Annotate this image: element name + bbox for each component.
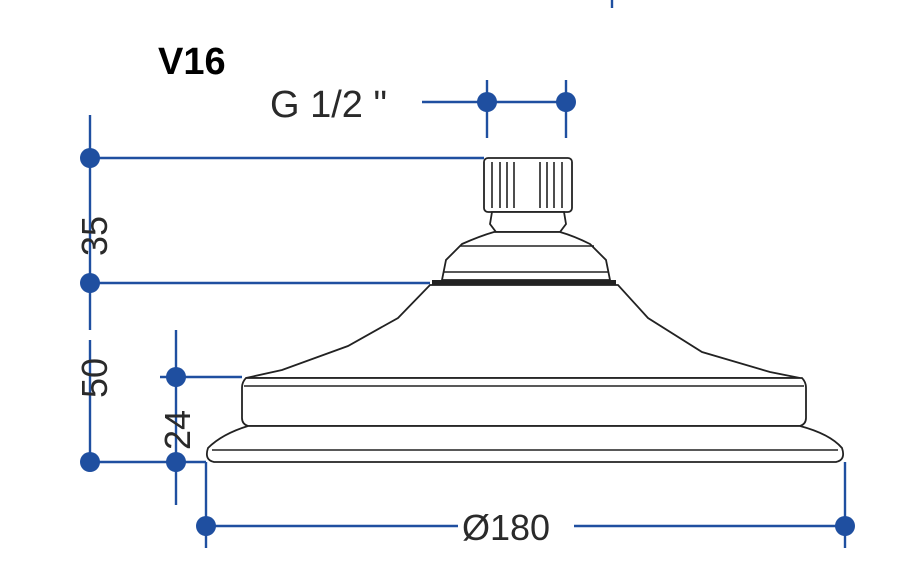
shower-head-outline: [205, 157, 845, 463]
diameter-dimension: [196, 462, 855, 548]
base-height-label: 24: [157, 410, 198, 450]
model-title: V16: [158, 41, 226, 83]
thread-dimension: [422, 80, 576, 138]
thread-label: G 1/2 ": [270, 84, 387, 126]
diameter-label: Ø180: [462, 507, 550, 548]
connector-height-label: 35: [74, 216, 115, 256]
body-height-dimension: [80, 273, 430, 472]
base-height-dimension: [160, 330, 242, 505]
body-height-label: 50: [74, 358, 115, 398]
connector-height-dimension: [80, 115, 484, 330]
